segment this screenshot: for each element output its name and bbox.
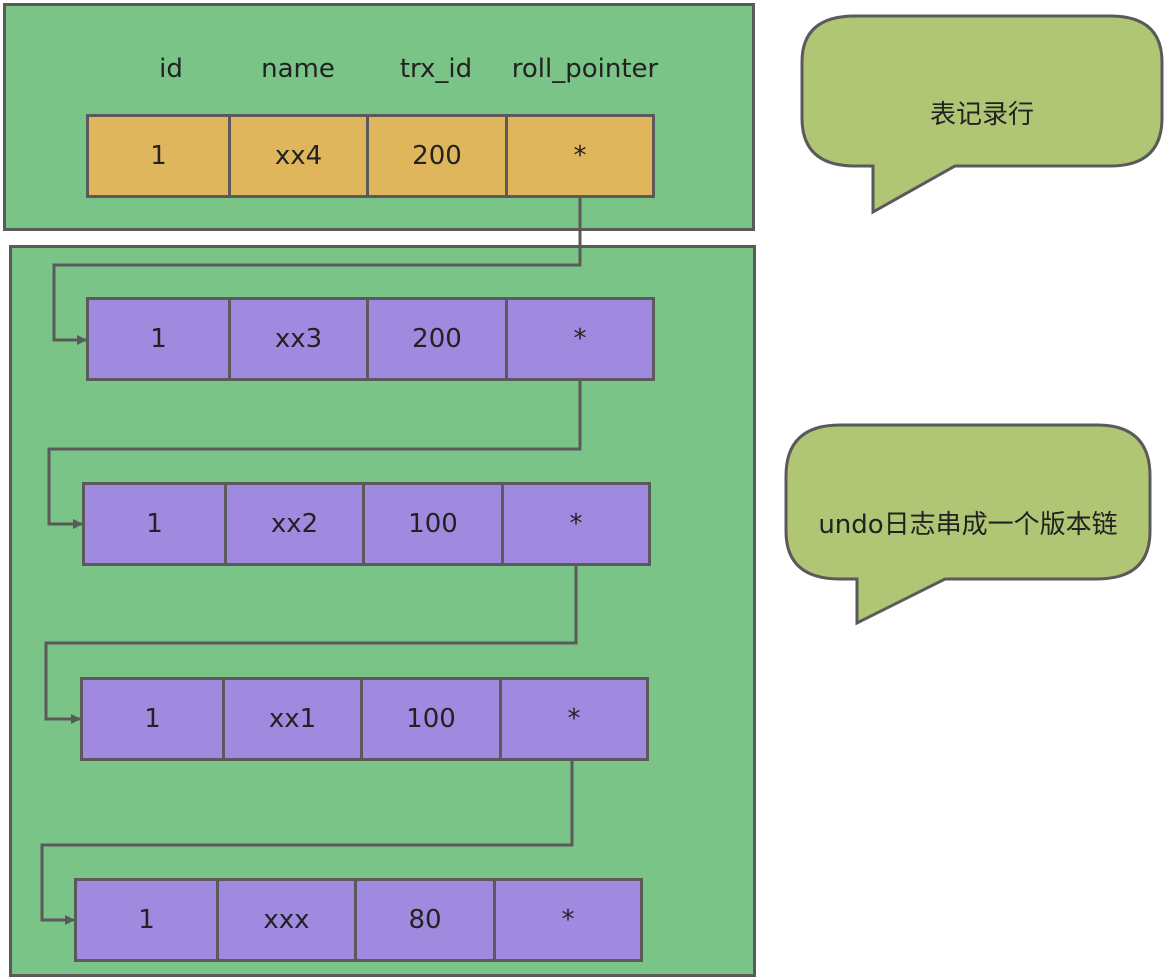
cell-id: 1 <box>82 482 227 566</box>
record-callout-text: 表记录行 <box>929 100 1034 130</box>
cell-trx-id: 100 <box>362 482 504 566</box>
cell-id: 1 <box>74 878 219 962</box>
cell-id: 1 <box>86 114 231 198</box>
cell-name: xx3 <box>228 297 369 381</box>
cell-roll-pointer: * <box>505 297 655 381</box>
header-id: id <box>159 54 183 84</box>
cell-roll-pointer: * <box>505 114 655 198</box>
undo-record-row: 1 xx3 200 * <box>86 297 655 381</box>
undo-record-row: 1 xxx 80 * <box>74 878 643 962</box>
cell-trx-id: 200 <box>366 114 508 198</box>
undo-record-row: 1 xx1 100 * <box>80 677 649 761</box>
cell-roll-pointer: * <box>493 878 643 962</box>
cell-trx-id: 200 <box>366 297 508 381</box>
cell-id: 1 <box>86 297 231 381</box>
cell-id: 1 <box>80 677 225 761</box>
cell-roll-pointer: * <box>499 677 649 761</box>
cell-name: xxx <box>216 878 357 962</box>
cell-name: xx1 <box>222 677 363 761</box>
cell-trx-id: 80 <box>354 878 496 962</box>
cell-name: xx2 <box>224 482 365 566</box>
cell-roll-pointer: * <box>501 482 651 566</box>
current-record-row: 1 xx4 200 * <box>86 114 655 198</box>
header-name: name <box>261 54 335 84</box>
undo-record-row: 1 xx2 100 * <box>82 482 651 566</box>
header-roll-pointer: roll_pointer <box>511 54 659 84</box>
cell-name: xx4 <box>228 114 369 198</box>
header-trx-id: trx_id <box>399 54 473 84</box>
cell-trx-id: 100 <box>360 677 502 761</box>
undo-chain-callout-text: undo日志串成一个版本链 <box>818 510 1118 540</box>
